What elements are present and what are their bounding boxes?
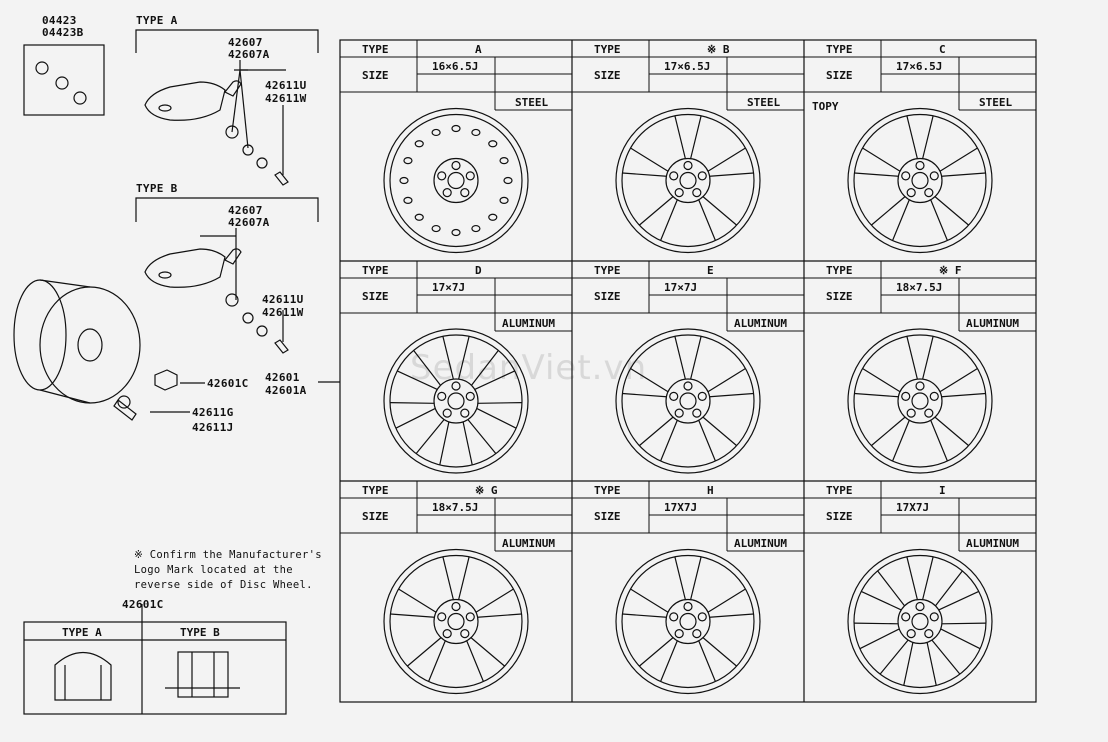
nut-col-b: TYPE B	[180, 626, 220, 639]
wheel-material-3: ALUMINUM	[502, 317, 555, 330]
wheel-type-label: TYPE	[594, 264, 621, 277]
wheel-type-1: ※ B	[707, 43, 730, 56]
part-valve-w2: 42611W	[262, 306, 304, 319]
wheel-material-1: STEEL	[747, 96, 781, 109]
part-clip-b: 04423B	[42, 26, 84, 39]
wheel-size-label: SIZE	[826, 510, 853, 523]
wheel-material-2: STEEL	[979, 96, 1013, 109]
wheel-note-2: TOPY	[812, 100, 839, 113]
wheel-size-label: SIZE	[594, 510, 621, 523]
type-a-bracket	[135, 29, 319, 53]
note-line3: reverse side of Disc Wheel.	[134, 579, 313, 591]
part-sensor-b1: 42607	[228, 204, 263, 217]
wheel-type-6: ※ G	[475, 484, 498, 497]
wheel-type-label: TYPE	[362, 484, 389, 497]
part-valve-u: 42611U	[265, 79, 307, 92]
wheel-size-8: 17X7J	[896, 501, 930, 514]
wheel-material-5: ALUMINUM	[966, 317, 1019, 330]
wheel-material-6: ALUMINUM	[502, 537, 555, 550]
part-valve-u2: 42611U	[262, 293, 304, 306]
watermark: SedanViet.vn	[410, 348, 648, 388]
wheel-size-5: 18×7.5J	[896, 281, 943, 294]
part-sensor-b2: 42607A	[228, 216, 270, 229]
nut-col-a: TYPE A	[62, 626, 102, 639]
wheel-size-3: 17×7J	[432, 281, 466, 294]
type-b-bracket	[135, 197, 319, 222]
wheel-table	[339, 39, 1037, 703]
wheel-size-label: SIZE	[826, 290, 853, 303]
sensor-a	[144, 80, 289, 186]
wheel-drawing-2	[847, 107, 993, 254]
wheel-type-label: TYPE	[826, 484, 853, 497]
tire-wheel	[13, 279, 141, 404]
wheel-drawing-5	[847, 328, 993, 474]
wheel-type-label: TYPE	[594, 43, 621, 56]
type-a-header: TYPE A	[136, 14, 178, 27]
note-line1: ※ Confirm the Manufacturer's	[134, 549, 322, 561]
wheel-size-4: 17×7J	[664, 281, 698, 294]
part-valve-j: 42611J	[192, 421, 234, 434]
wheel-drawing-4	[615, 328, 761, 474]
wheel-size-6: 18×7.5J	[432, 501, 479, 514]
wheel-type-label: TYPE	[594, 484, 621, 497]
nut-table	[23, 621, 287, 715]
wheel-size-label: SIZE	[362, 510, 389, 523]
wheel-size-1: 17×6.5J	[664, 60, 711, 73]
wheel-type-label: TYPE	[362, 43, 389, 56]
wheel-material-0: STEEL	[515, 96, 549, 109]
wheel-material-4: ALUMINUM	[734, 317, 787, 330]
wheel-drawing-7	[615, 548, 761, 695]
wheel-drawing-8	[847, 548, 993, 695]
wheel-drawing-6	[383, 548, 529, 695]
clip-box	[23, 44, 105, 116]
part-valve-g: 42611G	[192, 406, 234, 419]
wheel-material-8: ALUMINUM	[966, 537, 1019, 550]
wheel-drawing-1	[615, 107, 761, 254]
wheel-size-label: SIZE	[362, 69, 389, 82]
wheel-size-0: 16×6.5J	[432, 60, 479, 73]
part-nut: 42601C	[207, 377, 249, 390]
wheel-drawing-0	[383, 107, 529, 254]
wheel-type-label: TYPE	[362, 264, 389, 277]
wheel-type-5: ※ F	[939, 264, 962, 277]
wheel-type-label: TYPE	[826, 264, 853, 277]
wheel-size-label: SIZE	[594, 69, 621, 82]
note-line2: Logo Mark located at the	[134, 564, 293, 576]
wheel-type-7: H	[707, 484, 714, 497]
sensor-b	[144, 248, 289, 354]
part-wheel2: 42601A	[265, 384, 307, 397]
wheel-size-7: 17X7J	[664, 501, 698, 514]
part-clip-a: 04423	[42, 14, 77, 27]
part-valve-w: 42611W	[265, 92, 307, 105]
wheel-type-3: D	[475, 264, 482, 277]
part-sensor-a1: 42607	[228, 36, 263, 49]
wheel-size-label: SIZE	[362, 290, 389, 303]
type-b-header: TYPE B	[136, 182, 178, 195]
wheel-type-2: C	[939, 43, 946, 56]
wheel-type-8: I	[939, 484, 946, 497]
wheel-size-label: SIZE	[826, 69, 853, 82]
wheel-material-7: ALUMINUM	[734, 537, 787, 550]
wheel-size-label: SIZE	[594, 290, 621, 303]
part-sensor-a2: 42607A	[228, 48, 270, 61]
wheel-drawing-3	[383, 328, 529, 474]
nut-table-title: 42601C	[122, 598, 164, 611]
wheel-type-label: TYPE	[826, 43, 853, 56]
wheel-type-0: A	[475, 43, 482, 56]
part-wheel1: 42601	[265, 371, 300, 384]
wheel-type-4: E	[707, 264, 714, 277]
wheel-size-2: 17×6.5J	[896, 60, 943, 73]
